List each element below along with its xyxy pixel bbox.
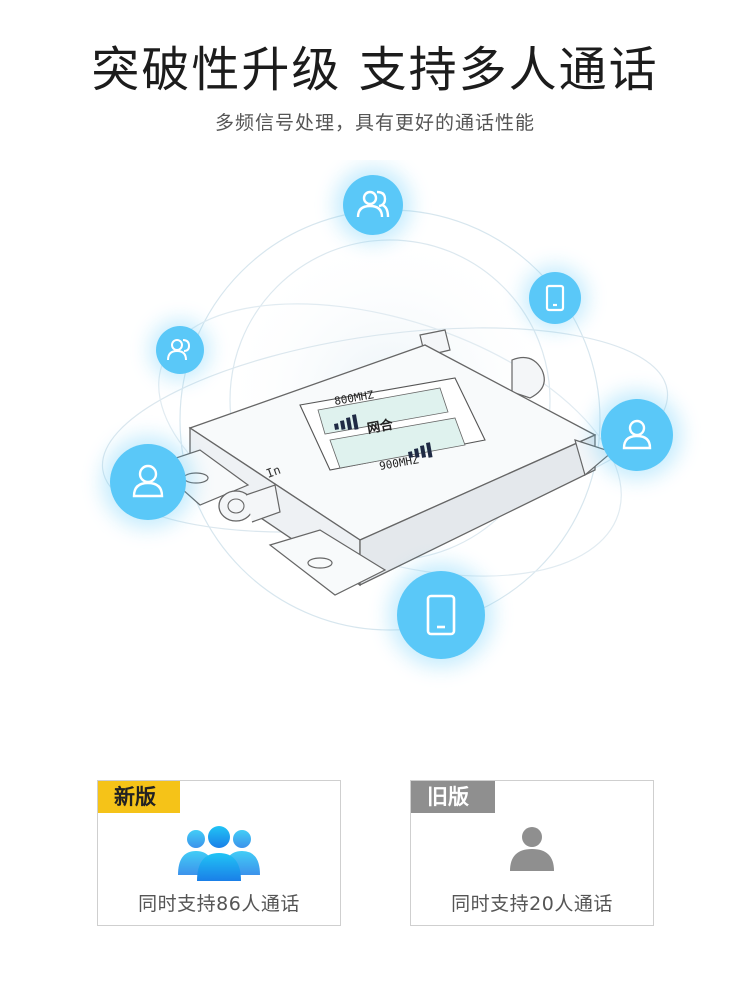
band-label-combined: 网合 [366,416,395,436]
group-users-icon [178,826,260,881]
users-icon [356,190,390,218]
bubble-users-top [335,167,411,243]
repeater-illustration: In 800MHZ 网合 900MHZ [101,167,681,667]
old-version-tag: 旧版 [411,781,495,813]
bubble-users-left [150,320,210,380]
signal-bars-top [334,414,359,430]
bubble-phone-right-top [523,266,587,330]
phone-icon-large [426,594,456,636]
user-icon-left [132,464,164,498]
bubble-user-right [593,391,681,479]
new-version-tag: 新版 [98,781,180,813]
user-icon [622,419,652,450]
phone-icon [545,284,565,312]
users-icon-small [167,339,191,361]
old-version-card: 旧版 同时支持20人通话 [410,780,654,926]
display-panel: 800MHZ 网合 900MHZ [299,377,486,473]
antenna-port-label: In [264,463,282,481]
bubble-user-left [102,436,194,528]
page-title: 突破性升级 支持多人通话 [91,42,659,98]
single-user-icon [510,827,554,871]
bubble-phone-bottom [389,563,493,667]
page-subtitle: 多频信号处理，具有更好的通话性能 [214,112,535,134]
new-version-card: 新版 同时支持86人通话 [97,780,341,926]
repeater-device: In 800MHZ 网合 900MHZ [153,329,614,596]
signal-bars-bottom [408,442,433,458]
old-version-text: 同时支持20人通话 [451,893,613,915]
new-version-text: 同时支持86人通话 [138,893,300,915]
